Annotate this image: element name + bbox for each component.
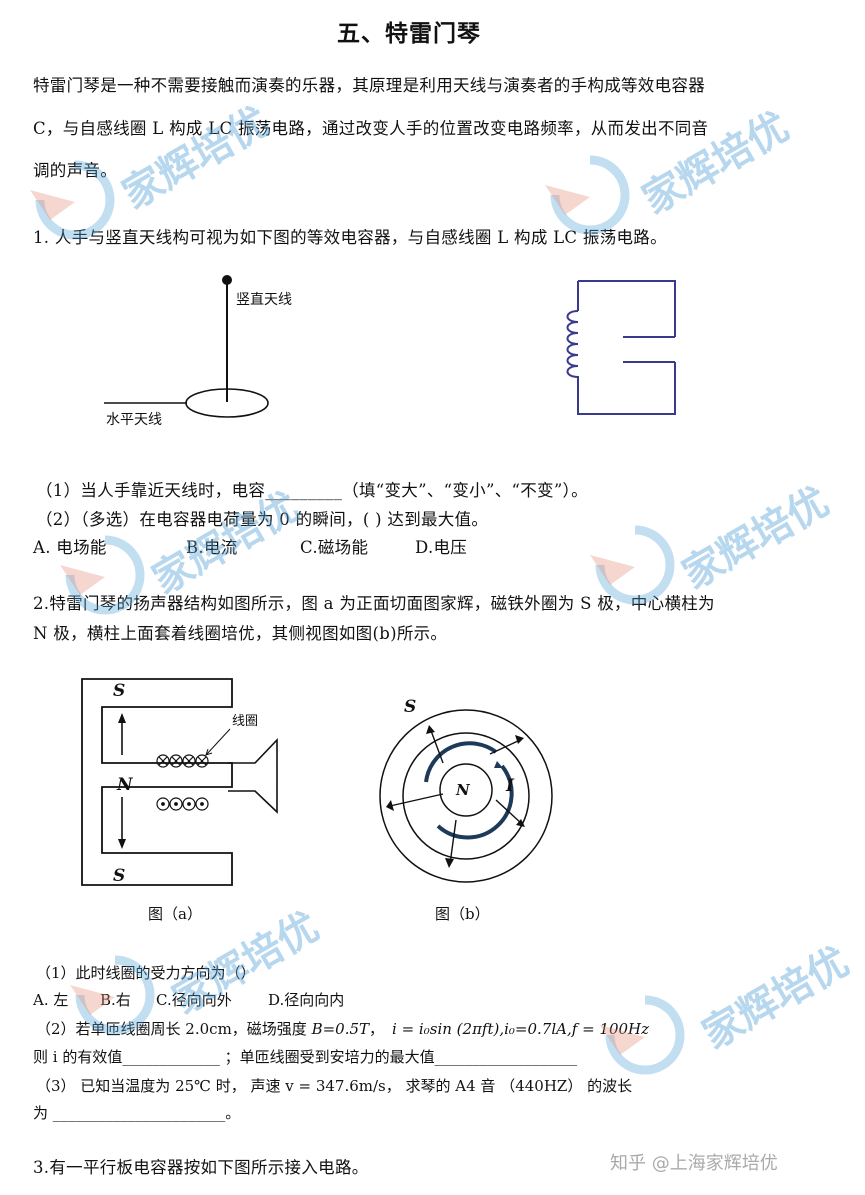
q2-sub3-line-2: 为 _______________________。: [33, 1104, 241, 1122]
q1-sub2: （2）（多选）在电容器电荷量为 0 的瞬间，( ) 达到最大值。: [36, 510, 489, 529]
speaker-section-figure: [81, 678, 278, 886]
q2-sub2-text: （2）若单匝线圈周长 2.0cm，磁场强度: [36, 1020, 312, 1038]
fig-b-s: S: [404, 697, 417, 717]
q2-option-b: B.右: [100, 991, 131, 1009]
footer-watermark: 知乎 @上海家辉培优: [610, 1153, 778, 1174]
watermark-logo: [590, 525, 675, 605]
q2-sub1: （1）此时线圈的受力方向为（）: [36, 964, 256, 982]
q2-stem-line-1: 2.特雷门琴的扬声器结构如图所示，图 a 为正面切面图家辉，磁铁外圈为 S 极，…: [33, 594, 715, 613]
q2-sub3-line-1: （3） 已知当温度为 25℃ 时， 声速 v = 347.6m/s， 求琴的 A…: [36, 1077, 633, 1095]
fig-a-s-top: S: [113, 681, 126, 701]
antenna-figure: [104, 275, 269, 418]
q2-sub2-formula: i = i₀sin (2πft),i₀=0.7lA,f = 100Hz: [392, 1020, 650, 1038]
fig-b-n: N: [456, 781, 470, 799]
q1-option-b: B.电流: [186, 538, 238, 557]
watermark-text: 家辉培优: [675, 478, 837, 599]
q1-option-d: D.电压: [415, 538, 468, 557]
watermark-text: 家辉培优: [115, 98, 277, 219]
q2-sub2-line-2: 则 i 的有效值_____________ ；单匝线圈受到安培力的最大值____…: [33, 1048, 578, 1066]
watermark-text: 家辉培优: [695, 938, 857, 1059]
fig-a-s-bottom: S: [113, 866, 126, 886]
q2-option-c: C.径向向外: [156, 991, 232, 1009]
q1-stem: 1. 人手与竖直天线构可视为如下图的等效电容器，与自感线圈 L 构成 LC 振荡…: [33, 228, 667, 247]
lc-circuit-figure: [566, 280, 676, 415]
vertical-antenna-label: 竖直天线: [236, 292, 292, 308]
q2-option-a: A. 左: [33, 991, 69, 1009]
q2-sub2-line-1: （2）若单匝线圈周长 2.0cm，磁场强度 B=0.5T， i = i₀sin (…: [36, 1019, 649, 1039]
fig-b-caption: 图（b）: [435, 905, 490, 923]
intro-line-3: 调的声音。: [33, 161, 117, 180]
fig-a-caption: 图（a）: [148, 905, 202, 923]
intro-line-1: 特雷门琴是一种不需要接触而演奏的乐器，其原理是利用天线与演奏者的手构成等效电容器: [33, 76, 705, 95]
q2-sub2-b-value: B=0.5T: [311, 1020, 370, 1038]
q1-sub1: （1）当人手靠近天线时，电容_________（填“变大”、“变小”、“不变”）…: [36, 481, 588, 500]
q2-stem-line-2: N 极，横柱上面套着线圈培优，其侧视图如图(b)所示。: [33, 624, 448, 643]
fig-a-n: N: [117, 775, 133, 795]
q1-option-a: A. 电场能: [33, 538, 107, 557]
q1-option-c: C.磁场能: [300, 538, 369, 557]
horizontal-antenna-label: 水平天线: [106, 412, 162, 428]
speaker-side-view-figure: [379, 709, 553, 883]
intro-line-2: C，与自感线圈 L 构成 LC 振荡电路，通过改变人手的位置改变电路频率，从而发…: [33, 119, 709, 138]
watermark-text: 家辉培优: [635, 103, 797, 224]
page-title: 五、特雷门琴: [337, 21, 481, 47]
q2-sub2-comma: ，: [369, 1020, 385, 1038]
q3-stem: 3.有一平行板电容器按如下图所示接入电路。: [33, 1158, 369, 1177]
watermark-logo: [545, 155, 630, 235]
q2-option-d: D.径向向内: [268, 991, 345, 1009]
fig-a-coil-label: 线圈: [232, 714, 259, 729]
fig-b-i: I: [506, 776, 514, 796]
